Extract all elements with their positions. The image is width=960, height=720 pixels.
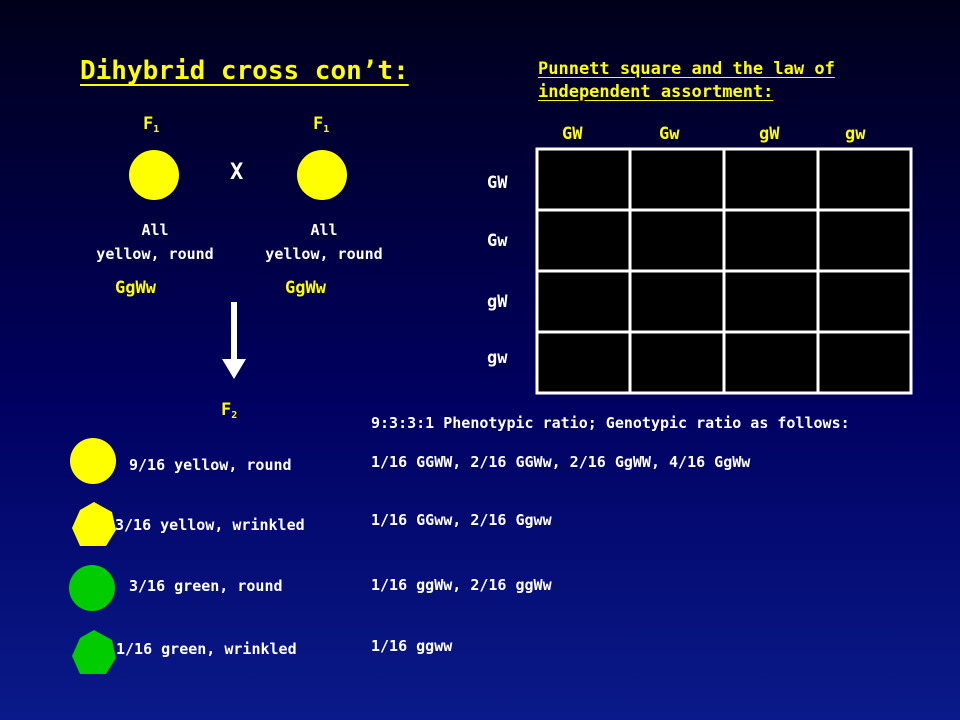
genotypic-ratio-line-4: 1/16 ggww	[371, 637, 453, 655]
column-header-1: GW	[562, 124, 583, 144]
punnett-square-grid	[535, 147, 913, 395]
phenotype-1-label: 9/16 yellow, round	[129, 456, 292, 474]
down-arrow-icon	[222, 302, 246, 379]
phenotype-3-label: 3/16 green, round	[129, 577, 283, 595]
parent1-pea-icon	[129, 150, 179, 200]
phenotype-2-label: 3/16 yellow, wrinkled	[115, 516, 305, 534]
genotypic-ratio-line-2: 1/16 GGww, 2/16 Ggww	[371, 511, 552, 529]
parent1-generation-subscript: 1	[153, 124, 160, 135]
parent2-pea-icon	[297, 150, 347, 200]
f2-generation-subscript: 2	[231, 410, 238, 421]
parent2-phenotype-line2: yellow, round	[265, 245, 383, 263]
column-header-4: gw	[845, 124, 866, 144]
phenotype-4-label: 1/16 green, wrinkled	[116, 640, 297, 658]
f2-generation-label: F2	[221, 400, 237, 421]
row-header-3: gW	[487, 292, 508, 312]
column-header-3: gW	[759, 124, 780, 144]
genotypic-ratio-line-1: 1/16 GGWW, 2/16 GGWw, 2/16 GgWW, 4/16 Gg…	[371, 453, 751, 471]
parent1-generation-letter: F	[143, 114, 154, 134]
yellow-round-pea-icon	[70, 438, 116, 484]
parent2-genotype: GgWw	[285, 278, 326, 298]
cross-symbol: X	[230, 160, 244, 185]
parent2-phenotype: All yellow, round	[239, 218, 409, 266]
page-title: Dihybrid cross con’t:	[80, 56, 409, 86]
parent2-generation-label: F1	[313, 114, 329, 135]
parent2-generation-subscript: 1	[323, 124, 330, 135]
row-header-1: GW	[487, 173, 508, 193]
parent1-generation-label: F1	[143, 114, 159, 135]
row-header-2: Gw	[487, 231, 508, 251]
phenotypic-ratio-summary: 9:3:3:1 Phenotypic ratio; Genotypic rati…	[371, 414, 850, 432]
green-round-pea-icon	[69, 565, 115, 611]
parent1-phenotype-line2: yellow, round	[96, 245, 214, 263]
punnett-heading: Punnett square and the law of independen…	[538, 59, 835, 102]
parent2-phenotype-line1: All	[310, 221, 338, 239]
f2-generation-letter: F	[221, 400, 232, 420]
parent2-generation-letter: F	[313, 114, 324, 134]
parent1-phenotype-line1: All	[141, 221, 169, 239]
parent1-phenotype: All yellow, round	[70, 218, 240, 266]
green-wrinkled-pea-icon	[72, 630, 116, 674]
yellow-wrinkled-pea-icon	[72, 502, 116, 546]
parent1-genotype: GgWw	[115, 278, 156, 298]
genotypic-ratio-line-3: 1/16 ggWw, 2/16 ggWw	[371, 576, 552, 594]
column-header-2: Gw	[659, 124, 680, 144]
row-header-4: gw	[487, 348, 508, 368]
